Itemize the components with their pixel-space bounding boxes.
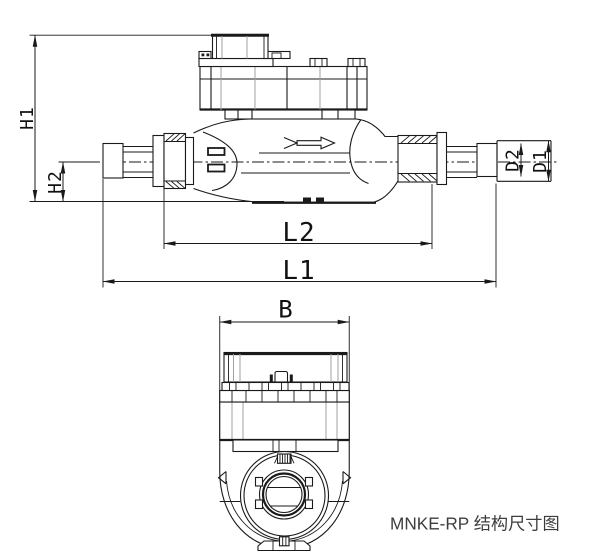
dim-D2: D2 (503, 143, 524, 177)
antenna-module-box-front (223, 351, 348, 383)
antenna-module-box-side (211, 33, 269, 60)
dim-D1: D1 (530, 140, 551, 182)
dim-label-D1: D1 (530, 149, 551, 173)
side-view: H1 H2 L2 L1 D2 D1 (17, 33, 558, 288)
dial-window-front (254, 469, 314, 520)
flow-direction-arrow-icon (283, 136, 336, 150)
register-housing-side (198, 50, 368, 120)
bottom-foot (257, 536, 311, 552)
dim-label-B: B (278, 296, 293, 324)
right-pipe-connector (397, 131, 552, 186)
drawing-caption: MNKE-RP 结构尺寸图 (390, 514, 560, 534)
dim-label-H2: H2 (45, 170, 66, 194)
dim-L2: L2 (163, 184, 433, 249)
left-pipe-connector (102, 132, 195, 190)
housing-front (219, 381, 350, 453)
seal-lug (274, 453, 295, 464)
dim-B: B (219, 296, 350, 390)
front-view: B (217, 296, 352, 552)
dim-L1: L1 (102, 179, 497, 288)
dim-label-L1: L1 (282, 256, 315, 286)
dim-label-L2: L2 (282, 218, 315, 248)
dim-H2: H2 (45, 161, 99, 202)
dim-H1: H1 (17, 34, 284, 202)
dim-label-H1: H1 (17, 106, 38, 130)
meter-body-side (193, 118, 399, 204)
register-bezel-front (239, 450, 330, 541)
dim-label-D2: D2 (503, 148, 524, 172)
